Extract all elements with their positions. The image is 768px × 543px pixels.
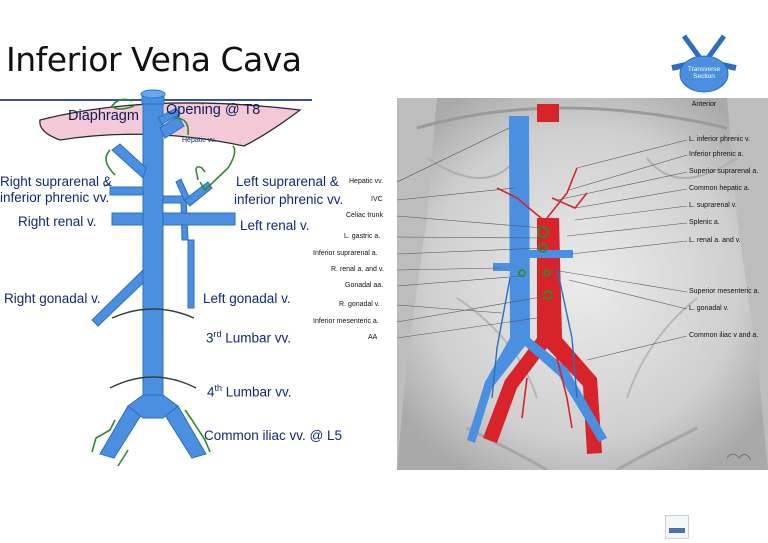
watermark-logo-mark [669,528,685,533]
illus-label-r-gonadal: R. gonadal v. [339,301,380,308]
lumbar4-label: 4th Lumbar vv. [207,383,292,400]
illus-label-superior-mesenteric: Superior mesenteric a. [689,288,760,295]
right-suprarenal-label-2: inferior phrenic vv. [0,190,110,205]
left-renal-label: Left renal v. [240,218,310,233]
watermark-logo [665,515,689,539]
illus-label-common-iliac: Common iliac v and a. [689,332,759,339]
lumbar4-arc [109,376,197,389]
page-title: Inferior Vena Cava [6,40,302,79]
illus-label-l-gastric: L. gastric a. [344,233,381,240]
illus-label-gonadal-aa: Gonadal aa. [345,282,384,289]
anatomy-drawing [397,98,768,470]
opening-label: Opening @ T8 [166,102,261,118]
illus-label-common-hepatic: Common hepatic a. [689,185,750,192]
illus-label-splenic: Splenic a. [689,219,720,226]
left-gonadal-label: Left gonadal v. [203,291,291,306]
illus-label-hepatic-vv: Hepatic vv. [349,178,384,185]
transverse-section-label: Transverse Section [687,66,721,80]
ivc-vessel [91,89,236,459]
illus-label-superior-suprarenal: Superior suprarenal a. [689,168,759,175]
vertebra-icon [671,34,737,93]
ivc-schematic [39,89,302,467]
illus-label-celiac-trunk: Celiac trunk [346,212,383,219]
right-renal-label: Right renal v. [18,214,97,229]
annotation-marks [91,98,236,467]
right-gonadal-label: Right gonadal v. [4,291,101,306]
anatomy-illustration [397,98,768,470]
illus-label-inferior-mesenteric: Inferior mesenteric a. [313,318,379,325]
illus-label-aa: AA [368,334,378,341]
illus-label-l-renal: L. renal a. and v. [689,237,741,244]
illus-label-inferior-suprarenal: Inferior suprarenal a. [313,250,378,257]
diaphragm-label: Diaphragm [68,108,139,124]
illus-label-l-gonadal: L. gonadal v. [689,305,729,312]
left-suprarenal-label-2: inferior phrenic vv. [234,192,344,207]
illus-label-r-renal: R. renal a. and v. [331,266,384,273]
anterior-label: Anterior [691,101,717,108]
hepatic-small-label: Hepatic vv. [182,137,217,144]
lumbar3-label: 3rd Lumbar vv. [206,329,292,346]
illus-label-l-inferior-phrenic-v: L. inferior phrenic v. [689,136,750,143]
lumbar3-arc [111,308,195,319]
transverse-section-icon: Transverse Section Anterior [660,34,748,116]
illus-label-ivc: IVC [371,196,383,203]
common-iliac-label: Common iliac vv. @ L5 [204,428,342,443]
illus-label-l-suprarenal-v: L. suprarenal v. [689,202,737,209]
right-suprarenal-label-1: Right suprarenal & [0,174,112,189]
illus-label-inferior-phrenic-a: Inferior phrenic a. [689,151,744,158]
left-suprarenal-label-1: Left suprarenal & [236,174,339,189]
